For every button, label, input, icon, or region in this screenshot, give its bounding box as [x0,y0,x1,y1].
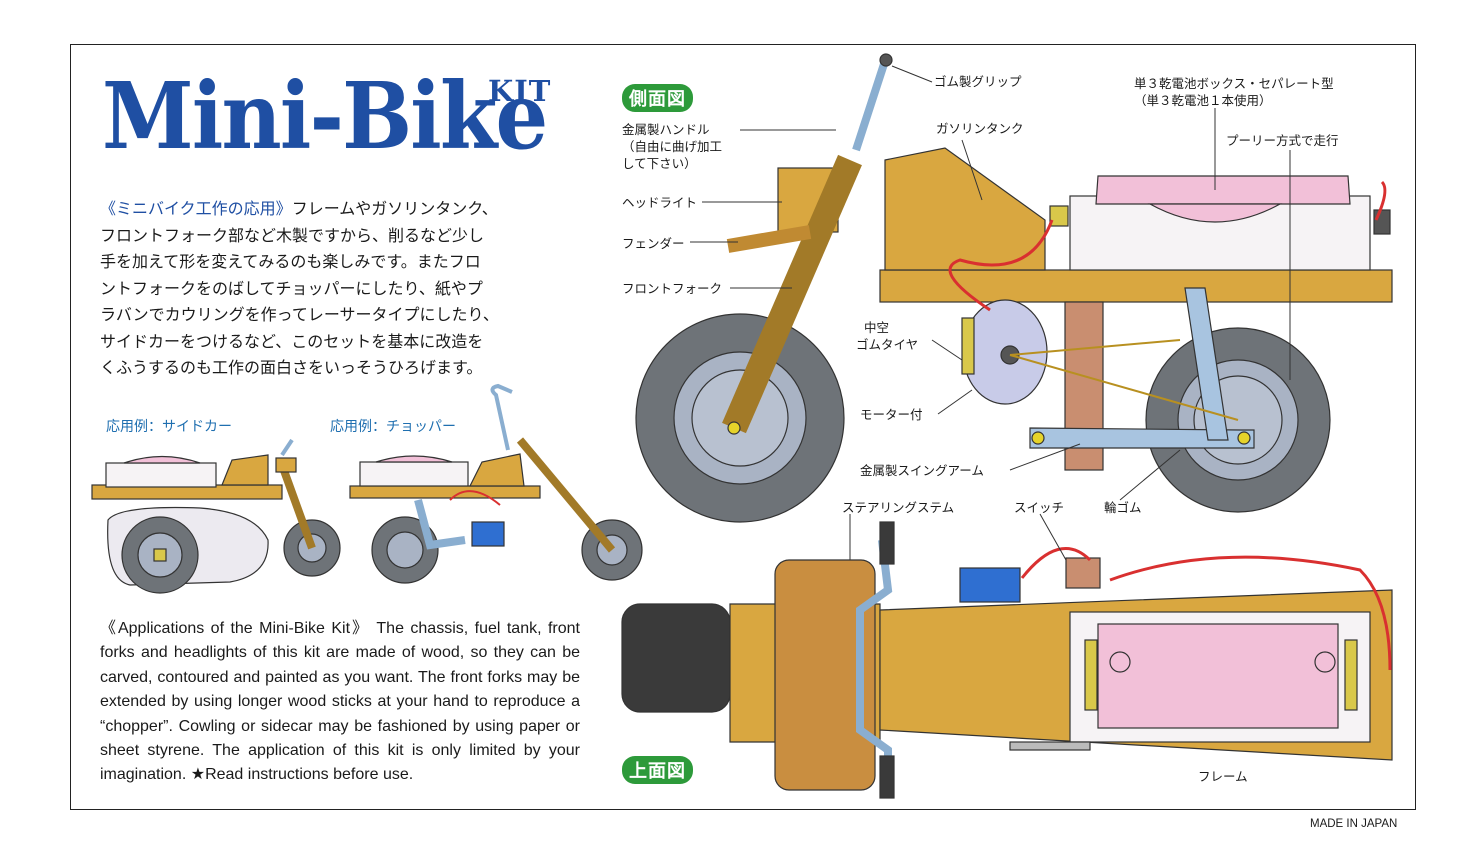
leader-lines [690,65,1291,561]
label-swingarm: 金属製スイングアーム [860,463,984,478]
label-switch: スイッチ [1014,500,1065,515]
description-jp-line: ントフォークをのばしてチョッパーにしたり、紙やプ [100,278,483,298]
top-view-illustration [621,521,1393,799]
label-frame: フレーム [1198,769,1248,784]
made-in-japan: MADE IN JAPAN [1310,818,1398,830]
description-jp: 《ミニバイク工作の応用》フレームやガソリンタンク、 フロントフォーク部など木製で… [100,196,580,382]
chopper-illustration [349,383,643,584]
label-tire-2: ゴムタイヤ [856,337,919,352]
label-steering: ステアリングステム [842,500,955,515]
label-handle-note-2: して下さい） [622,156,697,171]
top-view-badge: 上面図 [622,756,693,784]
side-view-illustration [635,53,1393,523]
border-frame [70,44,1416,810]
description-en: 《Applications of the Mini-Bike Kit》 The … [100,620,580,784]
description-jp-line: ラバンでカウリングを作ってレーサータイプにしたり、 [100,305,499,324]
label-fender: フェンダー [622,236,685,251]
example-chopper-label: 応用例：チョッパー [330,419,456,435]
description-jp-highlight: 《ミニバイク工作の応用》 [100,199,292,218]
label-pulley: プーリー方式で走行 [1226,133,1339,148]
logo-title: Mini-Bike [102,62,548,170]
label-handle-note: （自由に曲げ加工 [622,139,723,154]
description-jp-line: 手を加えて形を変えてみるのも楽しみです。またフロ [100,252,481,271]
description-jp-line: フロントフォーク部など木製ですから、削るなど少し [100,225,485,245]
label-tire: 中空 [864,320,890,335]
logo-kit: KIT [488,74,552,108]
label-motor: モーター付 [860,407,923,422]
sidecar-illustration [91,438,341,594]
label-battery-note: （単３乾電池１本使用） [1134,93,1272,108]
description-jp-line: フレームやガソリンタンク、 [291,199,498,218]
example-sidecar-label: 応用例：サイドカー [106,419,232,435]
label-headlight: ヘッドライト [622,195,698,210]
description-jp-line: くふうするのも工作の面白さをいっそうひろげます。 [100,358,483,377]
label-tank: ガソリンタンク [936,121,1024,136]
label-grip: ゴム製グリップ [934,74,1022,89]
description-jp-line: サイドカーをつけるなど、このセットを基本に改造を [100,331,484,351]
side-view-badge: 側面図 [622,84,693,112]
label-fork: フロントフォーク [622,281,723,296]
label-handle: 金属製ハンドル [622,122,710,137]
label-battery: 単３乾電池ボックス・セパレート型 [1134,76,1334,91]
label-rubber: 輪ゴム [1104,500,1142,515]
